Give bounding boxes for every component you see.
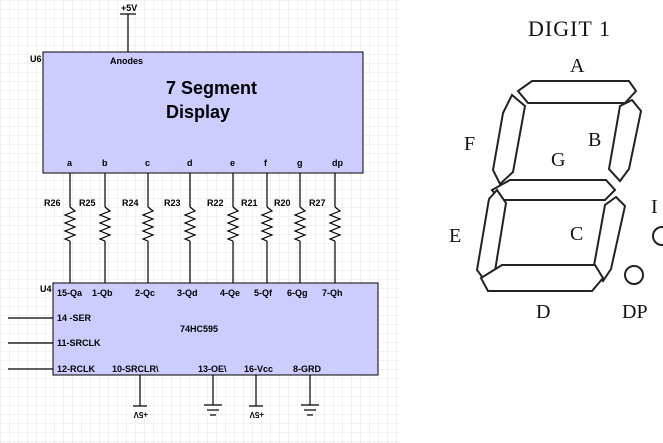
resistor-r26: R26	[44, 173, 77, 283]
ic-output-pin-label: 1-Qb	[92, 288, 113, 298]
decimal-point-label: DP	[622, 301, 648, 323]
segment-a-shape	[516, 80, 638, 104]
resistor-label: R24	[122, 198, 139, 208]
display-pin-label: dp	[332, 158, 343, 168]
segment-b-shape	[607, 98, 643, 183]
ic-output-pin-label: 6-Qg	[287, 288, 308, 298]
display-title-line2: Display	[166, 102, 230, 122]
display-pin-label: d	[187, 158, 193, 168]
ic-input-pin-label: 14 -SER	[57, 313, 92, 323]
display-pin-label: a	[67, 158, 73, 168]
ic-output-pin-label: 4-Qe	[220, 288, 240, 298]
segment-label-a: A	[570, 55, 585, 77]
segment-label-e: E	[449, 225, 461, 247]
resistor-label: R21	[241, 198, 258, 208]
ic-input-pin-label: 11-SRCLK	[57, 338, 101, 348]
ic-input-pin-label: 12-RCLK	[57, 364, 96, 374]
display-pin-label: g	[297, 158, 303, 168]
resistor-label: R26	[44, 198, 61, 208]
display-anodes-label: Anodes	[110, 56, 143, 66]
ic-ref: U4	[40, 284, 52, 294]
display-title-line1: 7 Segment	[166, 78, 257, 98]
seven-segment-display-block	[42, 51, 364, 174]
resistor-r24: R24	[122, 173, 155, 283]
ic-bottom-pin-label: 10-SRCLR\	[112, 364, 159, 374]
ground-symbol-left	[204, 375, 222, 416]
resistor-label: R22	[207, 198, 224, 208]
segment-label-g: G	[551, 149, 565, 171]
ic-part-number: 74HC595	[180, 324, 218, 334]
decimal-point-shape	[624, 265, 644, 285]
ic-bottom-pin-label: 8-GRD	[293, 364, 322, 374]
segment-label-f: F	[464, 133, 475, 155]
display-pin-label: b	[102, 158, 108, 168]
ic-output-pin-label: 15-Qa	[57, 288, 83, 298]
segment-f-shape	[491, 93, 527, 186]
display-pin-label: f	[264, 158, 268, 168]
partial-label: I	[651, 196, 658, 218]
ic-bottom-pin-label: 13-OE\	[198, 364, 227, 374]
ic-output-pin-label: 2-Qc	[135, 288, 155, 298]
ic-output-pin-label: 3-Qd	[177, 288, 198, 298]
ground-symbol-right	[301, 375, 319, 416]
partial-indicator-shape	[652, 226, 663, 246]
resistor-label: R23	[164, 198, 181, 208]
vcc-label-right: +5V	[249, 410, 264, 419]
ic-output-pin-label: 5-Qf	[254, 288, 273, 298]
display-pin-label: e	[230, 158, 235, 168]
vcc-rail-symbol-left: +5V	[133, 375, 148, 419]
resistor-label: R27	[309, 198, 326, 208]
digit-title: DIGIT 1	[528, 16, 611, 41]
resistor-r20: R20	[274, 173, 307, 283]
display-pin-label: c	[145, 158, 150, 168]
segment-label-b: B	[588, 129, 601, 151]
segment-c-shape	[591, 195, 627, 283]
ic-output-pin-label: 7-Qh	[322, 288, 343, 298]
segment-label-d: D	[536, 301, 550, 323]
resistor-r25: R25	[79, 173, 112, 283]
ic-bottom-pin-label: 16-Vcc	[244, 364, 273, 374]
vcc-label-left: +5V	[133, 410, 148, 419]
display-ref: U6	[30, 54, 42, 64]
resistor-r21: R21	[241, 173, 274, 283]
power-label: +5V	[121, 3, 137, 13]
segment-d-shape	[479, 264, 605, 292]
resistor-r23: R23	[164, 173, 197, 283]
shift-register-ic-block	[52, 282, 379, 376]
vcc-rail-symbol-right: +5V	[249, 375, 264, 419]
segment-label-c: C	[570, 223, 583, 245]
resistor-r27: R27	[309, 173, 342, 283]
resistor-r22: R22	[207, 173, 240, 283]
resistor-label: R25	[79, 198, 96, 208]
resistor-label: R20	[274, 198, 291, 208]
segment-g-shape	[490, 179, 617, 201]
